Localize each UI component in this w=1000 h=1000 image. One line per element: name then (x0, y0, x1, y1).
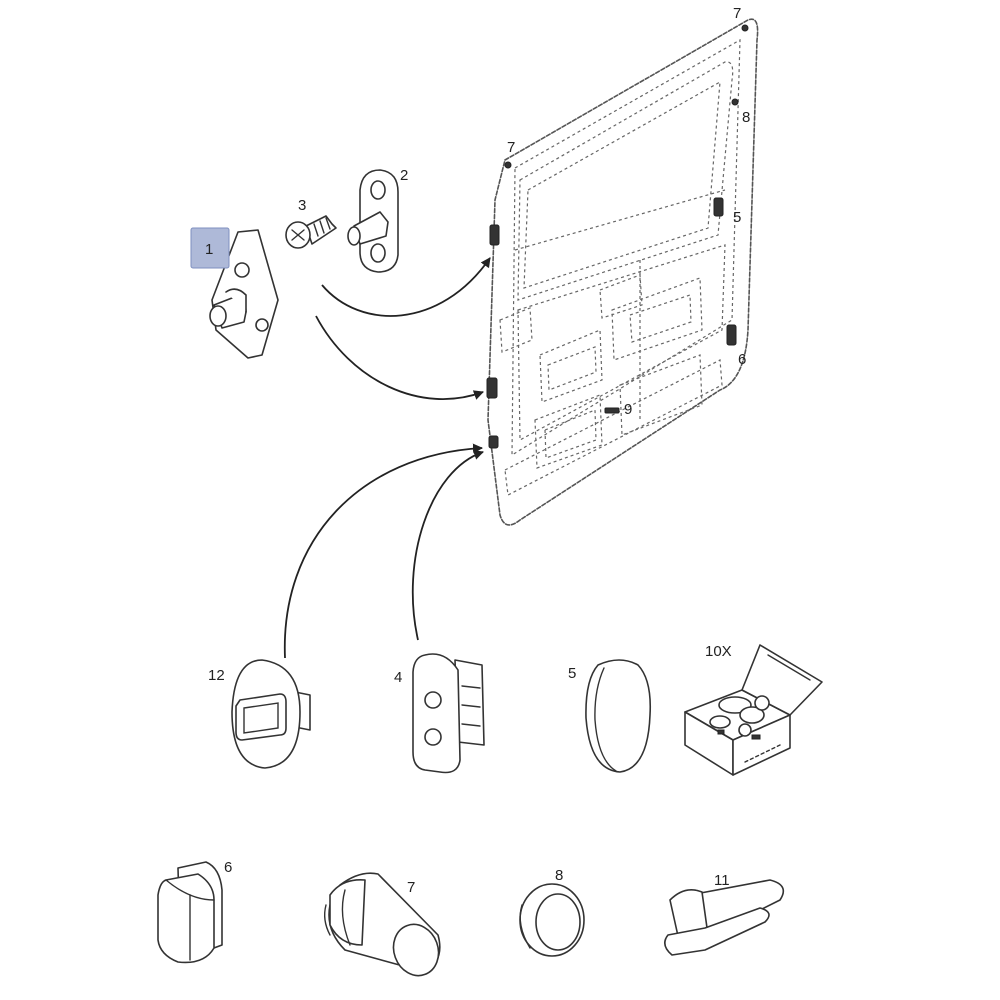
callout-2[interactable]: 2 (400, 167, 408, 184)
part-10x-clip-kit-box (684, 644, 823, 776)
callout-8-door[interactable]: 8 (742, 109, 750, 126)
callout-11[interactable]: 11 (714, 872, 730, 889)
part-12-plug (231, 659, 311, 769)
callout-5[interactable]: 5 (568, 665, 576, 682)
part-5-oval-plug (585, 659, 652, 773)
callout-7-door-top[interactable]: 7 (733, 5, 741, 22)
callout-12[interactable]: 12 (208, 667, 225, 684)
sliding-door-panel (486, 18, 759, 526)
callout-5-door[interactable]: 5 (733, 209, 741, 226)
arrow-12-to-door (284, 443, 483, 659)
callout-1[interactable]: 1 (205, 241, 213, 258)
part-4-clip (412, 653, 485, 774)
callout-7-door-left[interactable]: 7 (507, 139, 515, 156)
part-7-bumper (323, 872, 441, 977)
callout-9[interactable]: 9 (624, 401, 632, 418)
arrow-2-to-door (321, 257, 491, 317)
arrow-1-to-door (315, 315, 484, 400)
part-8-grommet (519, 883, 585, 957)
callout-3[interactable]: 3 (298, 197, 306, 214)
callout-6[interactable]: 6 (224, 859, 232, 876)
part-3-screw (285, 215, 337, 249)
callout-8[interactable]: 8 (555, 867, 563, 884)
part-6-cap (157, 861, 223, 964)
part-11-tape-pad (664, 879, 785, 956)
callout-4[interactable]: 4 (394, 669, 402, 686)
part-2-pin-bracket (347, 169, 399, 273)
callout-6-door[interactable]: 6 (738, 351, 746, 368)
callout-10x[interactable]: 10X (705, 643, 732, 660)
callout-7[interactable]: 7 (407, 879, 415, 896)
arrow-4-to-door (411, 450, 484, 641)
callout-1-highlight (190, 227, 230, 269)
